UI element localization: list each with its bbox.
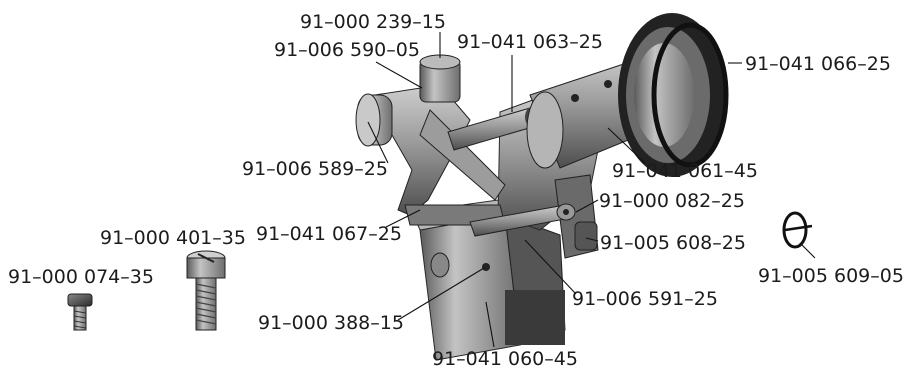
assembly-illustration: [67, 13, 813, 361]
leader-p608: [585, 237, 599, 242]
part-label-p061: 91–041 061–45: [612, 160, 758, 182]
leader-p591: [524, 239, 577, 295]
leader-p060: [485, 301, 495, 348]
stub-pin: [574, 221, 598, 251]
leader-p067: [385, 209, 421, 228]
part-label-p388: 91–000 388–15: [258, 312, 404, 334]
large-screw: [186, 250, 226, 331]
leader-p589: [367, 121, 389, 164]
spring-clip: [782, 211, 813, 249]
small-screw: [67, 293, 93, 331]
part-label-p609: 91–005 609–05: [758, 265, 904, 287]
leader-p061: [607, 127, 646, 164]
part-label-p082: 91–000 082–25: [599, 190, 745, 212]
cross-pin: [469, 203, 576, 237]
part-label-p066: 91–041 066–25: [745, 53, 891, 75]
base-block: [411, 199, 566, 361]
part-label-p074: 91–000 074–35: [8, 266, 154, 288]
pulley-wheel: [618, 13, 729, 177]
part-label-p401: 91–000 401–35: [100, 227, 246, 249]
part-label-p608: 91–005 608–25: [600, 232, 746, 254]
part-label-p239: 91–000 239–15: [300, 11, 446, 33]
part-label-p590: 91–006 590–05: [274, 39, 420, 61]
part-label-p063: 91–041 063–25: [457, 31, 603, 53]
part-label-p060: 91–041 060–45: [432, 348, 578, 370]
part-label-p591: 91–006 591–25: [572, 288, 718, 310]
leader-p590: [375, 61, 423, 89]
pivot-pin: [355, 93, 393, 147]
leader-p388: [397, 267, 485, 321]
part-label-p589: 91–006 589–25: [242, 158, 388, 180]
fork-arm: [374, 84, 506, 226]
part-labels: 91–000 239–15 91–006 590–05 91–041 063–2…: [8, 11, 904, 370]
top-collar: [419, 54, 461, 103]
leader-lines: [367, 32, 816, 348]
part-label-p067: 91–041 067–25: [256, 223, 402, 245]
leader-p609: [799, 242, 816, 259]
leader-p082: [575, 199, 599, 213]
